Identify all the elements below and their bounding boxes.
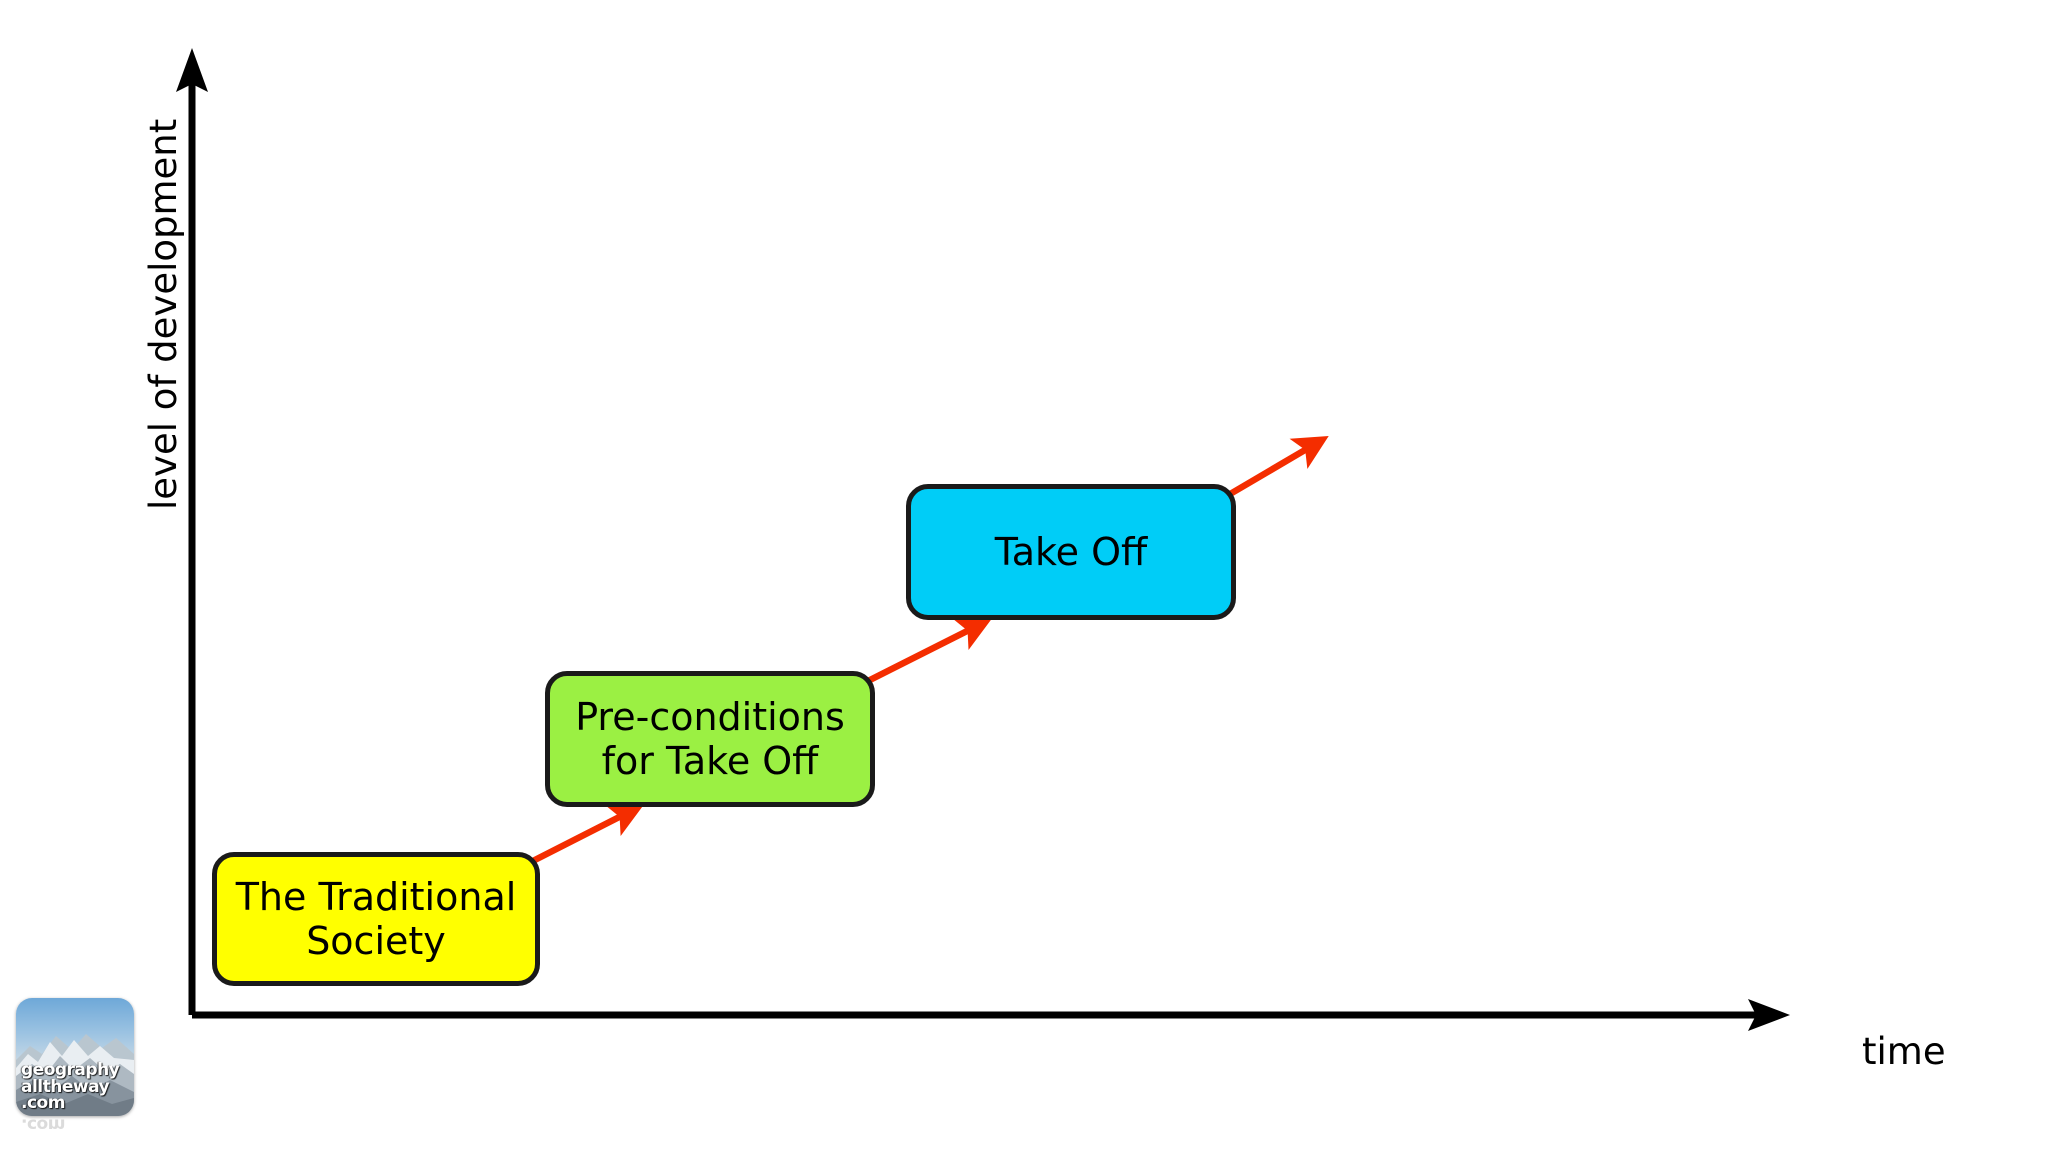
stage-label-line-2: Society [306,919,446,963]
stage-label-line-1: Pre-conditions [575,694,845,739]
stage-box-preconditions-for-take-off[interactable]: Pre-conditions for Take Off [545,671,875,807]
stage-box-take-off[interactable]: Take Off [906,484,1236,620]
mountain-icon [16,1034,134,1116]
arrow-2-preconditions-to-takeoff [860,618,992,687]
stage-label-take-off: Take Off [994,529,1148,574]
logo-wordmark: geography alltheway .com [21,1060,120,1114]
logo-reflection: .com [16,1118,134,1148]
logo-line-1: geography [21,1060,120,1081]
logo-line-3: .com [21,1093,65,1114]
geography-alltheway-logo[interactable]: geography alltheway .com [16,998,134,1116]
x-axis-arrowhead [1748,999,1790,1031]
stage-label-preconditions-for-take-off: Pre-conditions for Take Off [575,695,845,784]
stage-label-line-2: for Take Off [601,739,819,783]
arrow-3-takeoff-onward [1223,436,1329,500]
stage-label-traditional-society: The Traditional Society [236,875,517,964]
logo-line-2: alltheway [21,1076,110,1097]
x-axis-label: time [1862,1030,1946,1073]
stage-label-line-1: The Traditional [235,874,517,919]
stage-box-traditional-society[interactable]: The Traditional Society [212,852,540,986]
logo-reflection-text: .com [21,1118,65,1135]
arrow-1-traditional-to-preconditions [523,804,644,868]
y-axis-label: level of development [142,118,185,510]
